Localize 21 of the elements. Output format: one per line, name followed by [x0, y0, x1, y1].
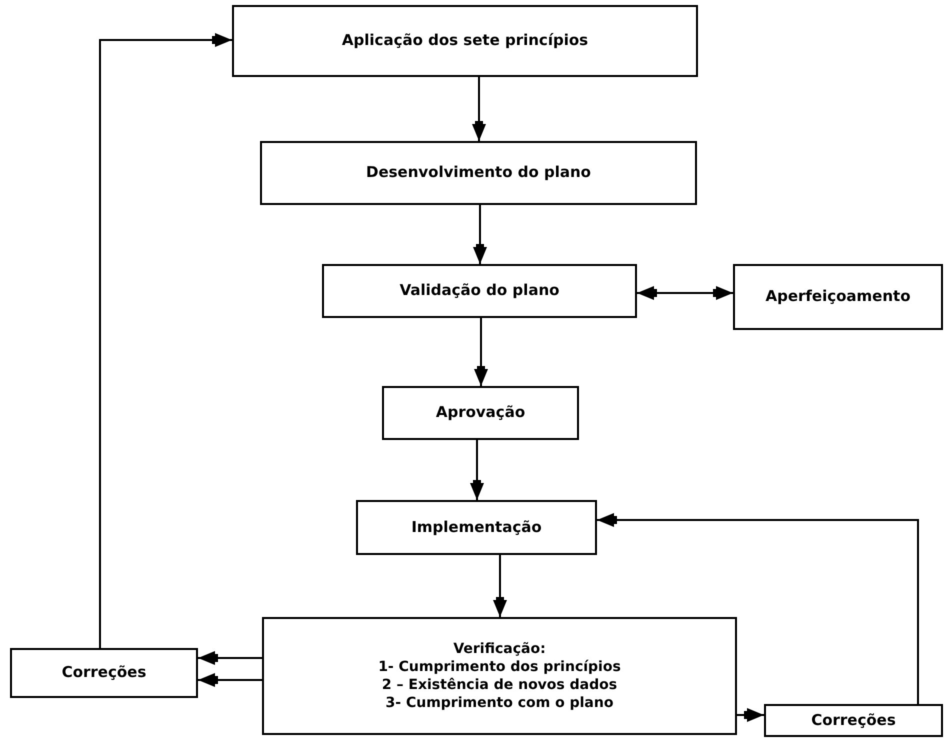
- process-box: [260, 141, 697, 205]
- box-label: Aplicação dos sete princípios: [342, 31, 588, 51]
- box-label: Aperfeiçoamento: [765, 287, 911, 307]
- box-label: Validação do plano: [400, 281, 560, 301]
- box-label: Correções: [62, 663, 146, 683]
- box-label: 1- Cumprimento dos princípios: [378, 658, 621, 676]
- process-box: [382, 386, 579, 440]
- process-box: [10, 648, 198, 698]
- process-box: [262, 617, 737, 735]
- box-label: 2 – Existência de novos dados: [382, 676, 618, 694]
- process-box: [764, 704, 943, 737]
- process-box: [232, 5, 698, 77]
- box-label: Aprovação: [436, 403, 526, 423]
- box-label: Correções: [811, 710, 896, 730]
- process-box: [356, 500, 597, 555]
- box-label: Desenvolvimento do plano: [366, 163, 591, 183]
- box-label: 3- Cumprimento com o plano: [386, 694, 614, 712]
- box-heading: Verificação:: [453, 640, 546, 658]
- process-box: [733, 264, 943, 330]
- process-box: [322, 264, 637, 318]
- box-label: Implementação: [411, 518, 542, 538]
